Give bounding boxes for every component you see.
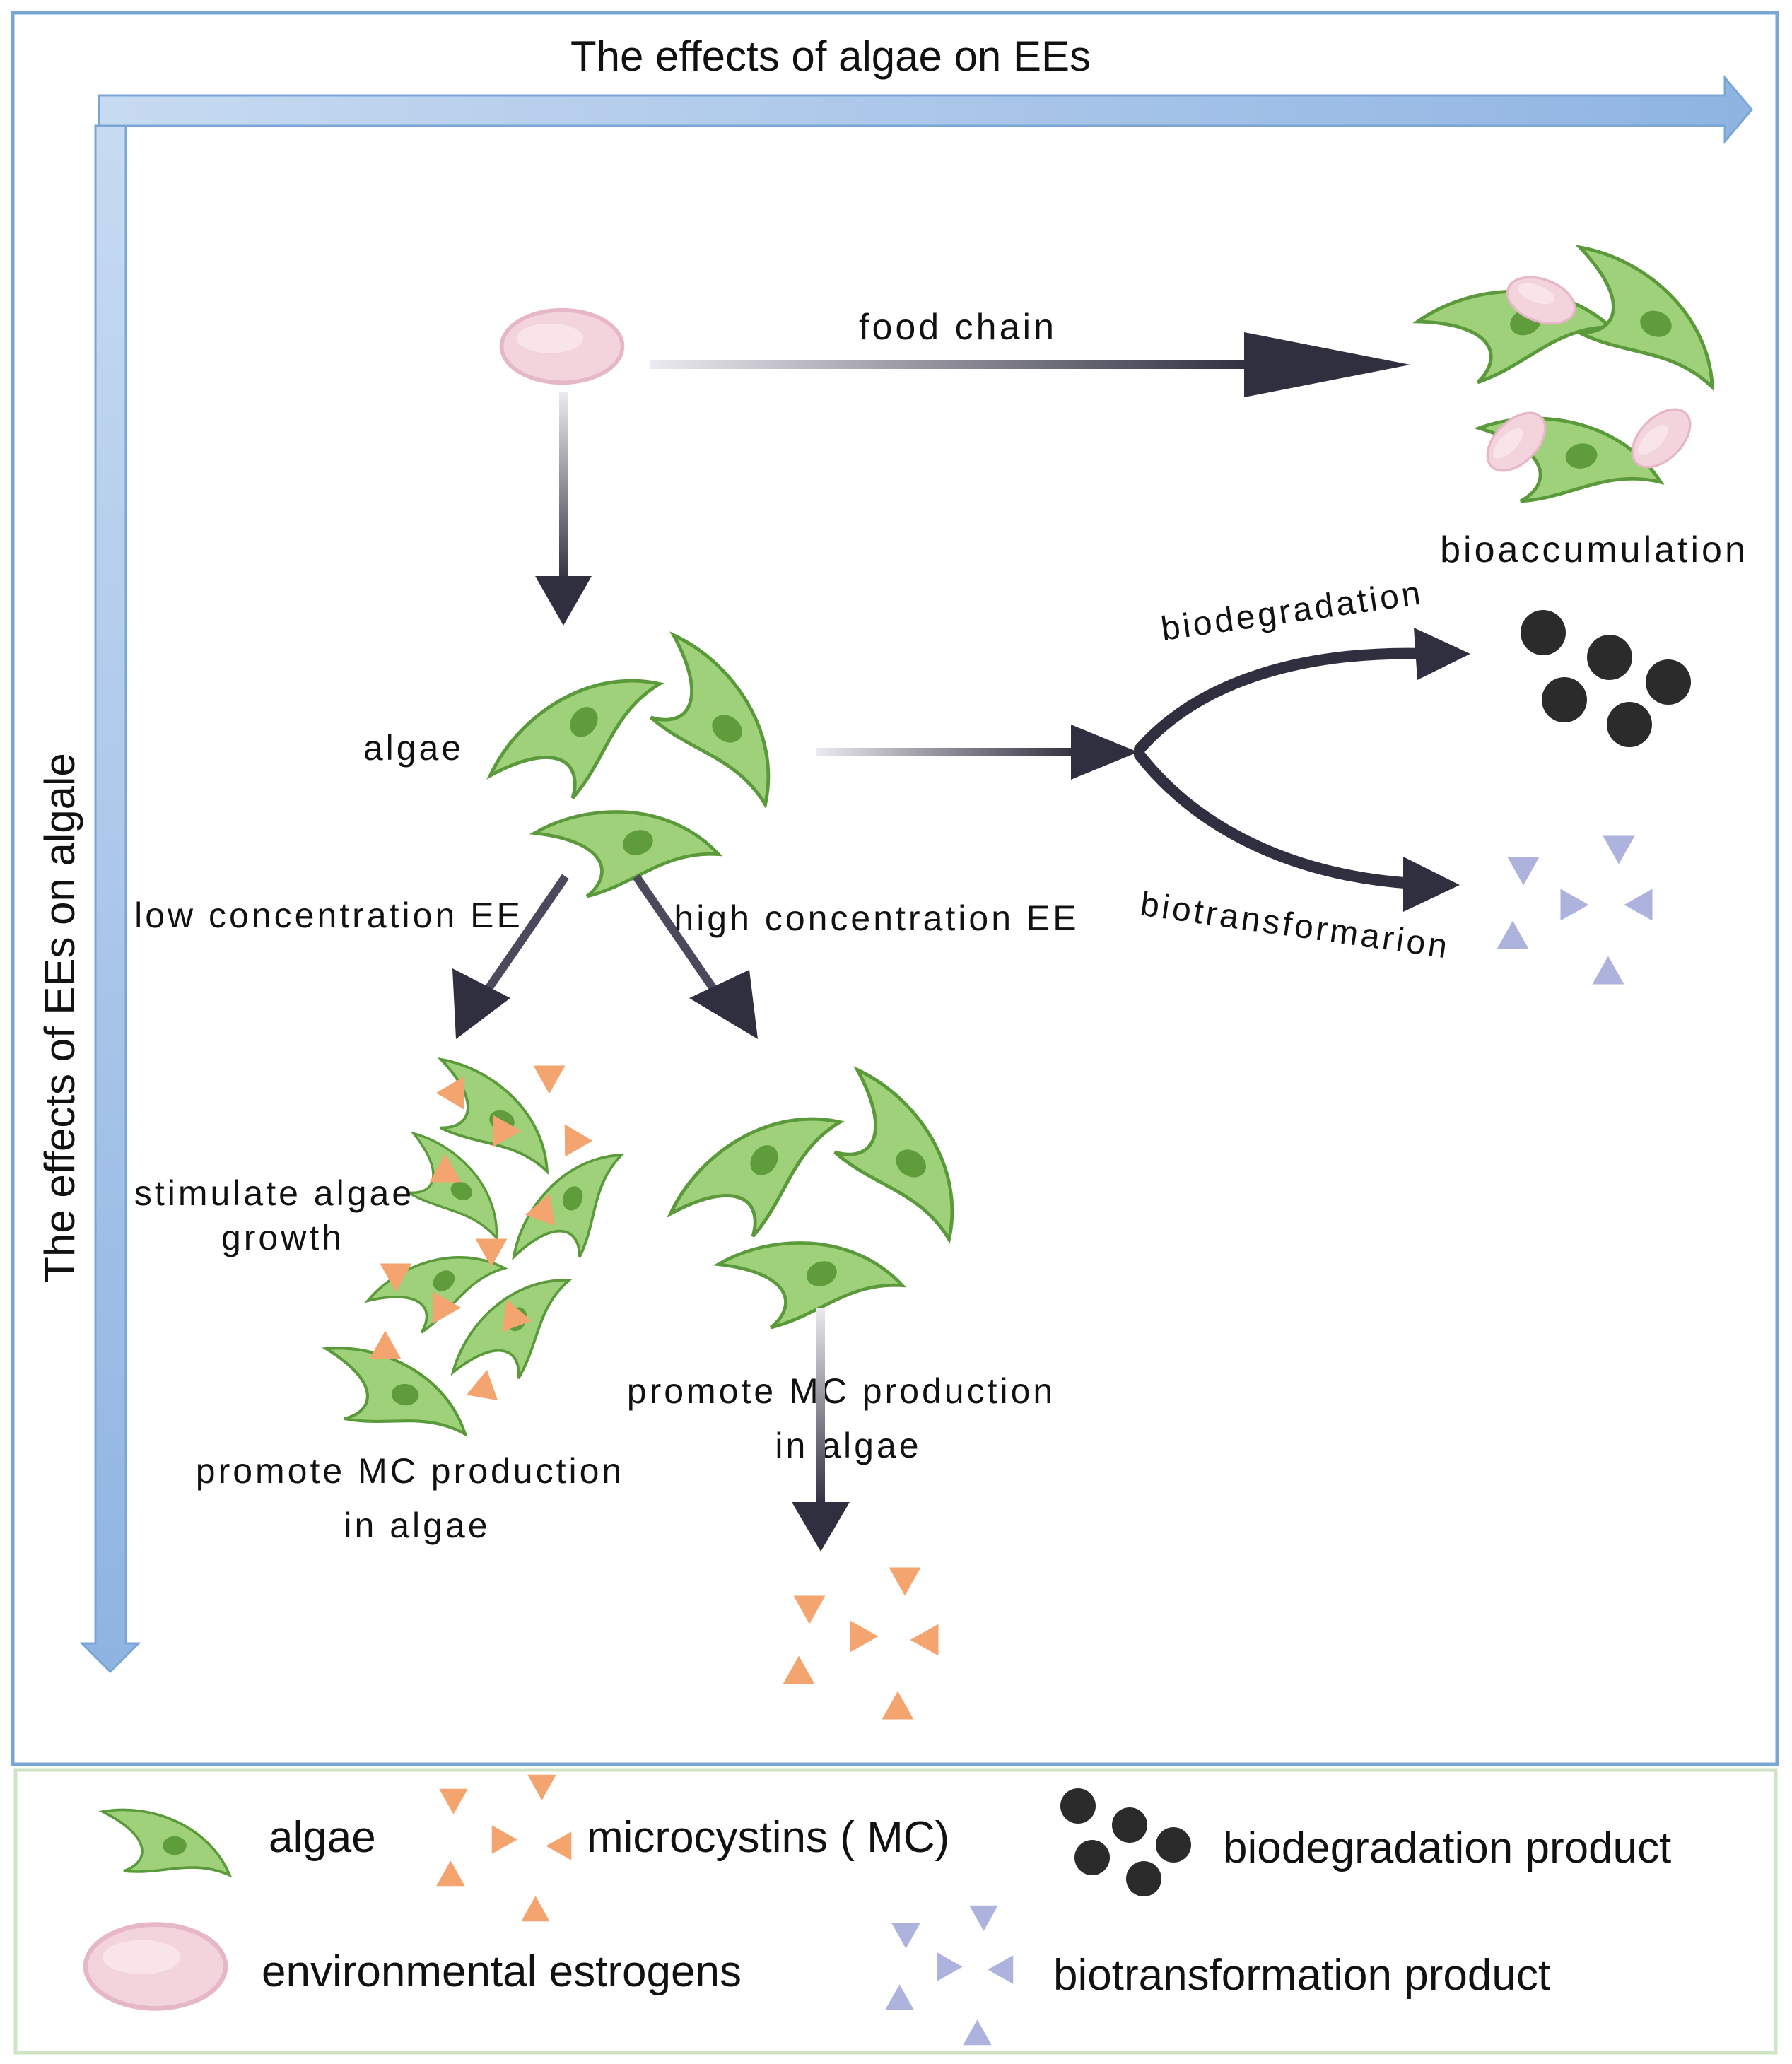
promote-left-label-line1: promote MC production	[196, 1451, 624, 1491]
food-chain-label: food chain	[859, 307, 1057, 348]
legend-algae-label: algae	[269, 1813, 376, 1862]
legend-panel-frame	[13, 1768, 1778, 2055]
legend-biodegradation-icon	[1126, 1861, 1161, 1896]
high-concentration-label: high concentration EE	[674, 898, 1079, 938]
legend-biodegradation-label: biodegradation product	[1223, 1824, 1671, 1872]
legend-biodegradation-icon	[1074, 1840, 1110, 1875]
stimulate-label-line1: stimulate algae	[134, 1173, 414, 1213]
left-axis-label: The effects of EEs on algale	[36, 753, 83, 1282]
stimulate-label-line2: growth	[221, 1218, 344, 1257]
biodegradation-dot	[1646, 659, 1691, 705]
biodegradation-dot	[1607, 702, 1652, 747]
central-algae-label: algae	[363, 728, 464, 768]
food-chain-arrow	[650, 332, 1410, 397]
low-concentration-arrow	[452, 874, 569, 1039]
main-panel-frame	[11, 11, 1779, 1766]
promote-right-label-line1: promote MC production	[627, 1371, 1055, 1411]
top-axis-arrow	[98, 74, 1753, 145]
legend-biodegradation-icon	[1060, 1788, 1096, 1824]
biodegradation-product-cluster	[1521, 610, 1691, 747]
biodegradation-dot	[1587, 635, 1632, 680]
mc-release-arrow	[792, 1308, 850, 1552]
algae-to-degradation-arrow	[816, 725, 1138, 780]
high-concentration-arrow	[633, 874, 758, 1039]
biodegradation-arrow	[1134, 628, 1470, 755]
top-axis-label: The effects of algae on EEs	[570, 33, 1091, 80]
legend-biodegradation-icon	[1156, 1827, 1191, 1863]
biotransformation-arrow	[1134, 749, 1460, 912]
biodegradation-dot	[1542, 677, 1587, 722]
low-concentration-label: low concentration EE	[134, 896, 523, 935]
estrogen-source-icon	[502, 310, 623, 383]
legend-estrogen-label: environmental estrogens	[262, 1947, 742, 1996]
biodegradation-dot	[1521, 610, 1566, 655]
legend-biotransformation-label: biotransformation product	[1053, 1951, 1550, 2000]
legend: algae microcystins ( MC) biodegradation …	[86, 1774, 1671, 2046]
legend-mc-label: microcystins ( MC)	[587, 1813, 949, 1862]
promote-right-label-line2: in algae	[775, 1426, 921, 1465]
legend-estrogen-icon	[86, 1925, 226, 2009]
legend-biodegradation-icon	[1112, 1807, 1147, 1843]
left-axis-arrow	[79, 124, 141, 1674]
promote-left-label-line2: in algae	[344, 1506, 490, 1545]
bioaccumulation-label: bioaccumulation	[1440, 529, 1748, 570]
estrogen-to-algae-arrow	[535, 392, 592, 626]
